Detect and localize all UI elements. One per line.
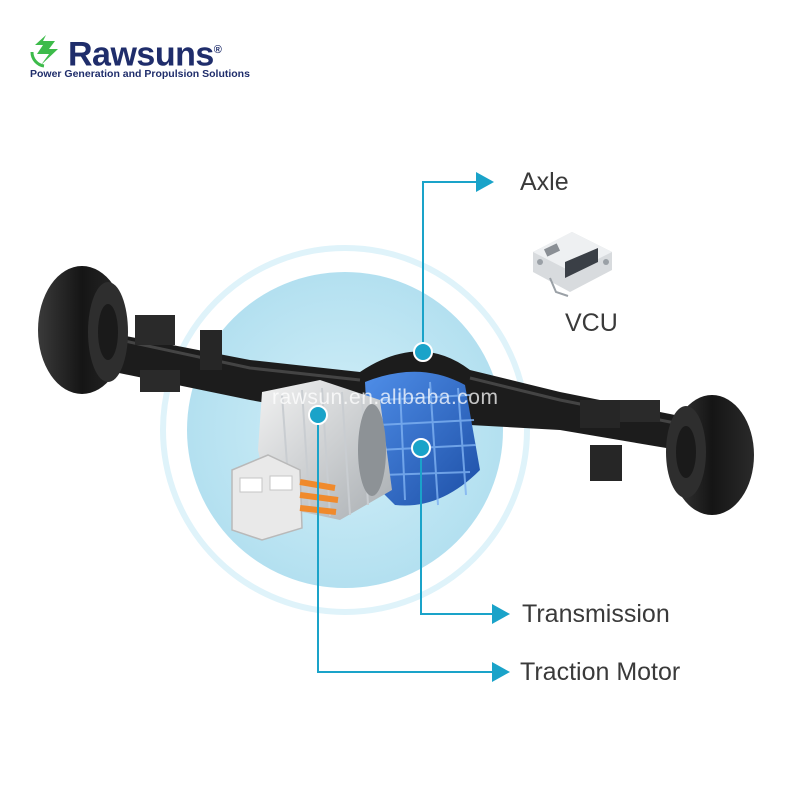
vcu-label: VCU — [565, 309, 618, 337]
transmission-marker-dot — [411, 438, 431, 458]
traction-motor-marker-dot — [308, 405, 328, 425]
axle-marker-dot — [413, 342, 433, 362]
transmission-label: Transmission — [522, 600, 670, 628]
callout-lines — [317, 181, 495, 673]
traction-motor-arrow-icon — [492, 662, 510, 682]
axle-label: Axle — [520, 168, 569, 196]
brand-tagline: Power Generation and Propulsion Solution… — [30, 68, 250, 80]
traction-motor-label: Traction Motor — [520, 658, 681, 686]
right-wheel-hub — [666, 395, 754, 515]
vcu-module-icon — [533, 232, 612, 297]
rawsuns-logo-icon — [30, 35, 58, 68]
axle-arrow-icon — [476, 172, 494, 192]
brand-name: Rawsuns® — [68, 35, 222, 74]
watermark-text: rawsun.en.alibaba.com — [272, 386, 499, 409]
brand-logo: Rawsuns® Power Generation and Propulsion… — [28, 28, 288, 88]
halo-outer-ring — [160, 245, 530, 615]
transmission-arrow-icon — [492, 604, 510, 624]
left-wheel-hub — [38, 266, 128, 394]
